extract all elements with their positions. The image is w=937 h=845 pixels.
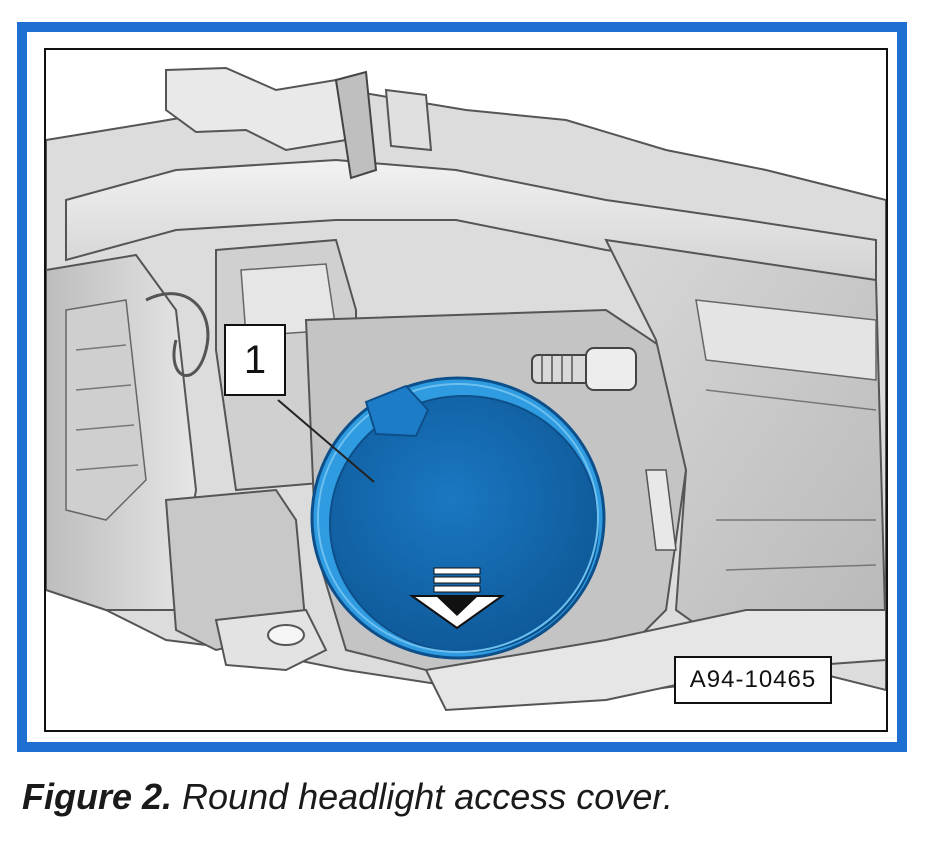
down-arrow-icon <box>408 567 506 630</box>
top-tab-2 <box>384 88 433 152</box>
reference-code: A94-10465 <box>689 666 817 693</box>
caption-text: Round headlight access cover. <box>172 776 673 817</box>
lower-rail <box>424 609 886 712</box>
callout-number: 1 <box>243 337 267 382</box>
access-cover <box>310 376 606 660</box>
caption-lead: Figure 2. <box>22 776 173 817</box>
top-bracket <box>165 66 348 152</box>
reference-code-box: A94-10465 <box>674 656 832 704</box>
headlight-drawing <box>44 48 888 732</box>
adjuster-screw <box>531 347 637 391</box>
cover-tab <box>364 384 430 438</box>
callout-label: 1 <box>224 324 286 396</box>
wire <box>145 292 210 377</box>
headlight-housing-illustration <box>46 66 886 712</box>
figure-caption: Figure 2. Round headlight access cover. <box>22 776 922 818</box>
callout-leader-line <box>277 399 375 483</box>
top-tab <box>334 70 378 180</box>
